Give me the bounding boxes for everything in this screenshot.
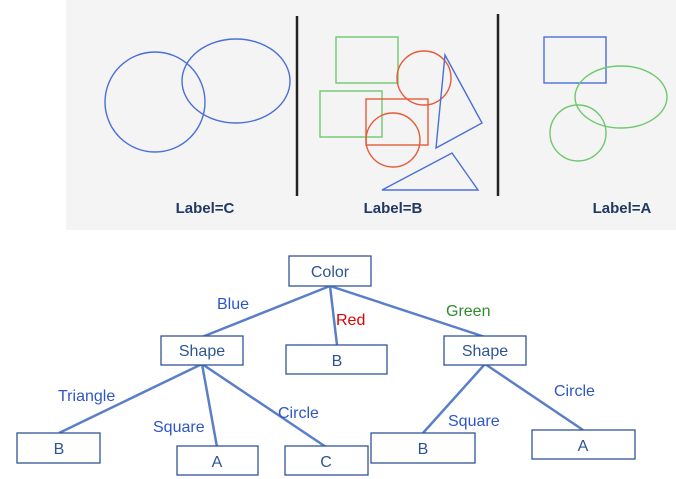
tree-edge — [201, 362, 327, 449]
tree-nodes: Color Shape B Shape B A C B A — [16, 255, 636, 476]
node-label-shape-right: Shape — [462, 343, 508, 360]
panel-c-shapes — [104, 38, 291, 153]
blue-circle-shape — [181, 38, 291, 124]
panel-a-shapes — [543, 36, 668, 162]
blue-square-shape — [543, 36, 607, 84]
edge-label-green: Green — [446, 303, 490, 320]
tree-edge — [484, 362, 584, 432]
red-circle-shape — [365, 112, 421, 168]
node-box-leaf-square-left — [176, 445, 259, 476]
tree-edge — [200, 363, 219, 448]
edge-label-square-left: Square — [153, 419, 205, 436]
tree-edge — [201, 284, 331, 339]
edge-label-triangle: Triangle — [58, 388, 115, 405]
node-label-leaf-circle-right: A — [578, 438, 589, 455]
tree-edge — [329, 284, 486, 339]
tree-edge — [58, 362, 203, 435]
edge-labels: Blue Red Green Triangle Square Circle Sq… — [58, 296, 595, 436]
node-label-root: Color — [311, 264, 350, 281]
node-label-leaf-square-right: B — [418, 441, 429, 458]
node-box-leaf-square-right — [370, 432, 476, 464]
node-box-shape-left — [160, 335, 244, 366]
edge-label-circle-left: Circle — [278, 405, 319, 422]
node-box-leaf-circle-right — [531, 429, 636, 460]
panel-label-c: Label=C — [176, 200, 235, 217]
tree-edge — [328, 285, 339, 346]
panel-background — [66, 0, 676, 230]
red-circle-shape — [396, 50, 452, 106]
node-label-shape-left: Shape — [179, 343, 225, 360]
node-box-shape-right — [443, 335, 527, 366]
tree-edges — [58, 284, 584, 449]
node-box-leaf-triangle — [16, 432, 101, 464]
blue-triangle-shape — [435, 52, 483, 150]
node-label-leaf-circle-left: C — [320, 454, 332, 471]
node-label-leaf-red: B — [332, 353, 343, 370]
green-circle-shape — [549, 104, 607, 162]
panel-label-b: Label=B — [364, 200, 423, 217]
panel-labels: Label=C Label=B Label=A — [176, 200, 652, 217]
node-label-leaf-square-left: A — [212, 454, 223, 471]
panel-b-shapes — [319, 36, 483, 191]
green-square-shape — [335, 36, 399, 84]
edge-label-blue: Blue — [217, 296, 249, 313]
node-box-leaf-circle-left — [284, 445, 369, 476]
edge-label-square-right: Square — [448, 413, 500, 430]
panel-label-a: Label=A — [593, 200, 652, 217]
node-box-leaf-red — [285, 344, 388, 375]
green-circle-shape — [574, 65, 668, 129]
edge-label-red: Red — [336, 312, 365, 329]
node-label-leaf-triangle: B — [54, 441, 65, 458]
tree-edge — [422, 363, 486, 434]
blue-triangle-shape — [381, 152, 480, 191]
red-square-shape — [365, 98, 429, 146]
node-box-root — [288, 255, 372, 287]
edge-label-circle-right: Circle — [554, 383, 595, 400]
green-square-shape — [319, 90, 383, 138]
blue-circle-shape — [104, 51, 206, 153]
